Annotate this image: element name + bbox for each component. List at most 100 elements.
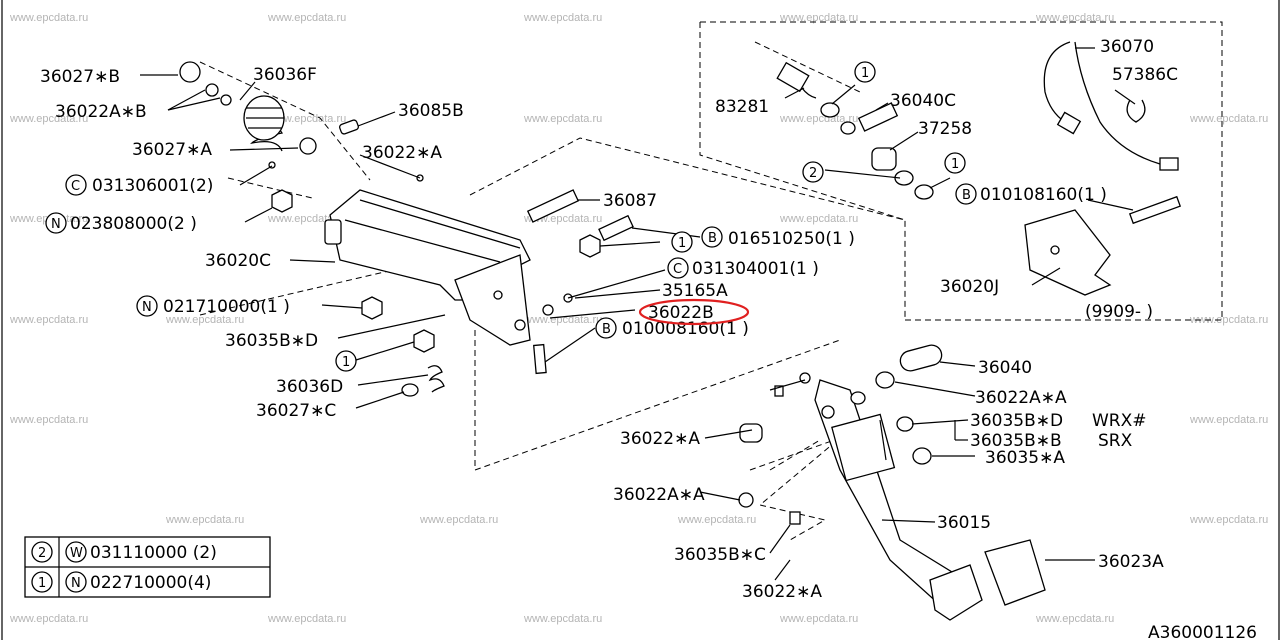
part-label[interactable]: 36035∗A bbox=[985, 448, 1065, 468]
callout-B: B bbox=[955, 183, 977, 205]
part-label[interactable]: 36022∗A bbox=[620, 429, 700, 449]
callout-B: B bbox=[595, 317, 617, 339]
watermark: www.epcdata.ru bbox=[779, 213, 858, 225]
part-label[interactable]: 010108160(1 ) bbox=[980, 185, 1107, 205]
part-label[interactable]: 36035B∗B bbox=[970, 431, 1062, 451]
watermark: www.epcdata.ru bbox=[677, 514, 756, 526]
small-spring bbox=[427, 365, 445, 393]
part-label[interactable]: 010008160(1 ) bbox=[622, 319, 749, 339]
svg-text:N: N bbox=[51, 217, 61, 232]
part-label[interactable]: 36015 bbox=[937, 513, 991, 533]
part-label[interactable]: 031306001(2) bbox=[92, 176, 213, 196]
pedal-bracket bbox=[831, 413, 896, 482]
part-label[interactable]: 36036F bbox=[253, 65, 317, 85]
part-label[interactable]: 36027∗C bbox=[256, 401, 336, 421]
part-label[interactable]: 36020C bbox=[205, 251, 271, 271]
part-label[interactable]: 36040 bbox=[978, 358, 1032, 378]
svg-text:1: 1 bbox=[861, 66, 869, 81]
part-label[interactable]: 36027∗B bbox=[40, 67, 120, 87]
svg-text:2: 2 bbox=[38, 546, 46, 561]
svg-text:B: B bbox=[708, 231, 717, 246]
callout-1: 1 bbox=[335, 350, 357, 372]
part-label[interactable]: 023808000(2 ) bbox=[70, 214, 197, 234]
watermark: www.epcdata.ru bbox=[523, 12, 602, 24]
callout-B: B bbox=[701, 226, 723, 248]
watermark: www.epcdata.ru bbox=[523, 113, 602, 125]
legend-table: 2 W 031110000 (2) 1 N 022710000(4) bbox=[24, 536, 271, 598]
svg-text:1: 1 bbox=[678, 236, 686, 251]
callout-N: N bbox=[45, 212, 67, 234]
callout-N: N bbox=[136, 295, 158, 317]
part-label[interactable]: 021710000(1 ) bbox=[163, 297, 290, 317]
watermark: www.epcdata.ru bbox=[267, 613, 346, 625]
part-label[interactable]: 83281 bbox=[715, 97, 769, 117]
highlight-ring bbox=[638, 298, 750, 326]
svg-text:C: C bbox=[71, 179, 80, 194]
part-label[interactable]: 36027∗A bbox=[132, 140, 212, 160]
part-label[interactable]: 36022B bbox=[648, 303, 714, 323]
svg-text:W: W bbox=[70, 546, 83, 561]
svg-text:B: B bbox=[602, 322, 611, 337]
switch-body bbox=[776, 61, 810, 93]
legend-code: 031110000 (2) bbox=[90, 543, 217, 563]
part-label[interactable]: 016510250(1 ) bbox=[728, 229, 855, 249]
callout-1: 1 bbox=[671, 231, 693, 253]
part-label[interactable]: 36035B∗D bbox=[225, 331, 318, 351]
part-label[interactable]: 36023A bbox=[1098, 552, 1164, 572]
part-label[interactable]: 36087 bbox=[603, 191, 657, 211]
callout-1: 1 bbox=[854, 61, 876, 83]
callout-C: C bbox=[667, 257, 689, 279]
part-label[interactable]: 36022A∗B bbox=[55, 102, 147, 122]
watermark: www.epcdata.ru bbox=[1189, 113, 1268, 125]
switch-assembly bbox=[776, 41, 1182, 296]
part-label[interactable]: 36036D bbox=[276, 377, 343, 397]
watermark: www.epcdata.ru bbox=[267, 113, 346, 125]
watermark: www.epcdata.ru bbox=[9, 613, 88, 625]
part-label[interactable]: 57386C bbox=[1112, 65, 1178, 85]
bracket-36020J bbox=[1024, 209, 1112, 296]
part-label[interactable]: 031304001(1 ) bbox=[692, 259, 819, 279]
svg-text:C: C bbox=[673, 262, 682, 277]
part-label[interactable]: 36022A∗A bbox=[975, 388, 1067, 408]
watermarks: www.epcdata.ru www.epcdata.ru www.epcdat… bbox=[9, 12, 1268, 625]
part-label[interactable]: 36070 bbox=[1100, 37, 1154, 57]
legend-callout-2: 2 bbox=[31, 541, 53, 563]
watermark: www.epcdata.ru bbox=[779, 12, 858, 24]
legend-callout-N: N bbox=[65, 571, 87, 593]
watermark: www.epcdata.ru bbox=[165, 514, 244, 526]
watermark: www.epcdata.ru bbox=[9, 12, 88, 24]
part-label[interactable]: WRX# bbox=[1092, 411, 1147, 431]
part-label[interactable]: 36085B bbox=[398, 101, 464, 121]
harness bbox=[1043, 41, 1161, 165]
part-label[interactable]: 37258 bbox=[918, 119, 972, 139]
watermark: www.epcdata.ru bbox=[1189, 414, 1268, 426]
part-label[interactable]: 36035B∗D bbox=[970, 411, 1063, 431]
svg-text:1: 1 bbox=[38, 576, 46, 591]
part-label[interactable]: 36035B∗C bbox=[674, 545, 766, 565]
watermark: www.epcdata.ru bbox=[267, 12, 346, 24]
svg-text:2: 2 bbox=[809, 166, 817, 181]
watermark: www.epcdata.ru bbox=[419, 514, 498, 526]
part-label[interactable]: 36040C bbox=[890, 91, 956, 111]
watermark: www.epcdata.ru bbox=[9, 314, 88, 326]
watermark: www.epcdata.ru bbox=[165, 314, 244, 326]
part-label[interactable]: (9909- ) bbox=[1085, 302, 1153, 322]
pedal-pad-left bbox=[929, 564, 983, 621]
watermark: www.epcdata.ru bbox=[779, 113, 858, 125]
pedal-pad-36023A bbox=[984, 539, 1046, 606]
callout-2: 2 bbox=[802, 161, 824, 183]
callout-C: C bbox=[65, 174, 87, 196]
part-label[interactable]: 36022A∗A bbox=[613, 485, 705, 505]
nut bbox=[271, 189, 293, 213]
part-label[interactable]: 36020J bbox=[940, 277, 999, 297]
part-label[interactable]: 35165A bbox=[662, 281, 728, 301]
part-label[interactable]: 36022∗A bbox=[742, 582, 822, 602]
watermark: www.epcdata.ru bbox=[1189, 514, 1268, 526]
svg-text:1: 1 bbox=[342, 355, 350, 370]
pedal-arm bbox=[814, 379, 967, 606]
watermark: www.epcdata.ru bbox=[779, 613, 858, 625]
part-label[interactable]: 36022∗A bbox=[362, 143, 442, 163]
part-label[interactable]: SRX bbox=[1098, 431, 1133, 451]
watermark: www.epcdata.ru bbox=[1035, 12, 1114, 24]
